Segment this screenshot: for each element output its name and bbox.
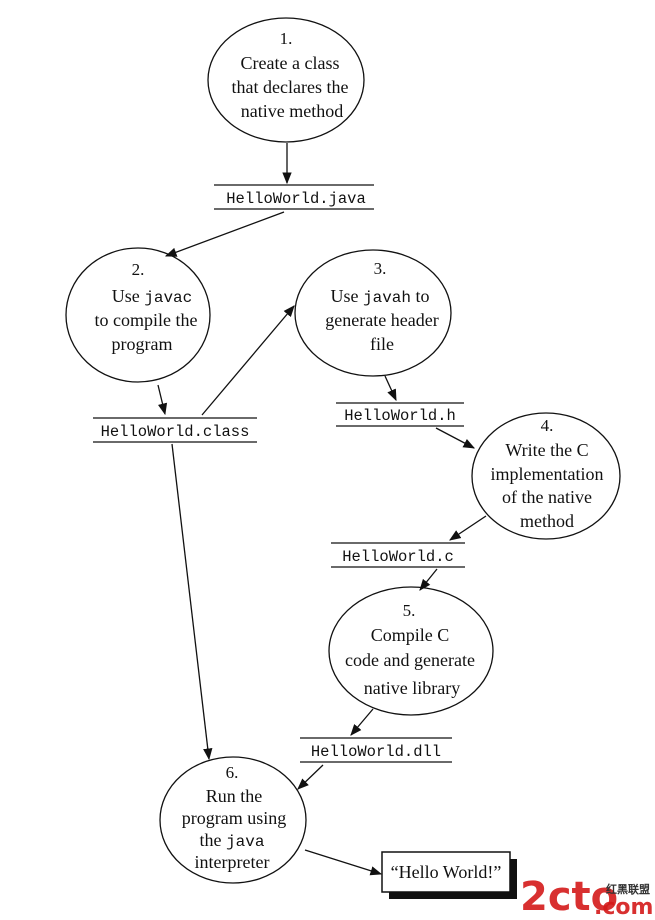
arrow-h-to-step4 (435, 427, 476, 449)
step-3-line-2: generate header (325, 310, 438, 330)
step-3-number: 3. (374, 259, 387, 278)
output-box: “Hello World!” (381, 851, 517, 899)
step-2-number: 2. (132, 260, 145, 279)
step-3-line-3: file (370, 334, 394, 354)
step-1-line-2: that declares the (232, 77, 349, 97)
step-5-line-2: code and generate (345, 650, 475, 670)
step-1-number: 1. (280, 29, 293, 48)
file-helloworld-c: HelloWorld.c (331, 542, 465, 568)
step-1-line-1: Create a class (241, 53, 340, 73)
step-4-line-2: implementation (491, 464, 604, 484)
svg-text:HelloWorld.dll: HelloWorld.dll (311, 743, 441, 761)
arrow-step3-to-h (384, 375, 397, 402)
step-6-line-3: the java (200, 830, 265, 851)
arrow-class-to-step6 (171, 443, 213, 761)
step-6-line-4: interpreter (195, 852, 270, 872)
svg-text:.com: .com (594, 895, 653, 920)
arrow-step2-to-class (157, 384, 168, 416)
step-5-line-3: native library (364, 678, 460, 698)
step-1-circle (207, 17, 365, 143)
step-1-line-3: native method (241, 101, 343, 121)
svg-text:2cto: 2cto (520, 874, 618, 920)
step-6-circle (159, 756, 307, 884)
watermark-logo: 2cto 红黑联盟 .com (520, 874, 653, 920)
arrow-class-to-step3 (201, 305, 295, 416)
step-6-line-2: program using (182, 808, 286, 828)
output-text: “Hello World!” (391, 862, 502, 882)
step-5-line-1: Compile C (371, 625, 450, 645)
step-2-circle (65, 247, 211, 383)
step-2-line-1: Use javac (112, 286, 193, 307)
step-3-circle (294, 249, 452, 377)
step-4-line-4: method (520, 511, 574, 531)
arrow-step6-to-output (304, 849, 383, 876)
step-4-line-1: Write the C (505, 440, 588, 460)
file-helloworld-dll: HelloWorld.dll (300, 737, 452, 763)
svg-text:HelloWorld.java: HelloWorld.java (226, 190, 366, 208)
file-helloworld-h: HelloWorld.h (336, 402, 464, 427)
arrow-step5-to-dll (350, 708, 374, 736)
step-4-line-3: of the native (502, 487, 592, 507)
svg-text:HelloWorld.c: HelloWorld.c (342, 548, 454, 566)
arrow-dll-to-step6 (297, 764, 324, 790)
step-4-number: 4. (541, 416, 554, 435)
step-6-number: 6. (226, 763, 239, 782)
step-6-line-1: Run the (206, 786, 263, 806)
file-helloworld-class: HelloWorld.class (93, 417, 257, 443)
svg-text:HelloWorld.class: HelloWorld.class (101, 423, 250, 441)
svg-text:红黑联盟: 红黑联盟 (606, 882, 650, 896)
svg-text:HelloWorld.h: HelloWorld.h (344, 407, 456, 425)
step-3-line-1: Use javah to (330, 286, 429, 307)
step-2-line-2: to compile the (95, 310, 198, 330)
step-2-line-3: program (112, 334, 173, 354)
arrow-java-to-step2 (164, 211, 285, 257)
step-5-number: 5. (403, 601, 416, 620)
step-5-circle (328, 586, 494, 716)
step-4-circle (471, 412, 621, 540)
file-helloworld-java: HelloWorld.java (214, 184, 374, 210)
arrow-step4-to-c (449, 515, 487, 541)
arrow-c-to-step5 (419, 568, 438, 591)
